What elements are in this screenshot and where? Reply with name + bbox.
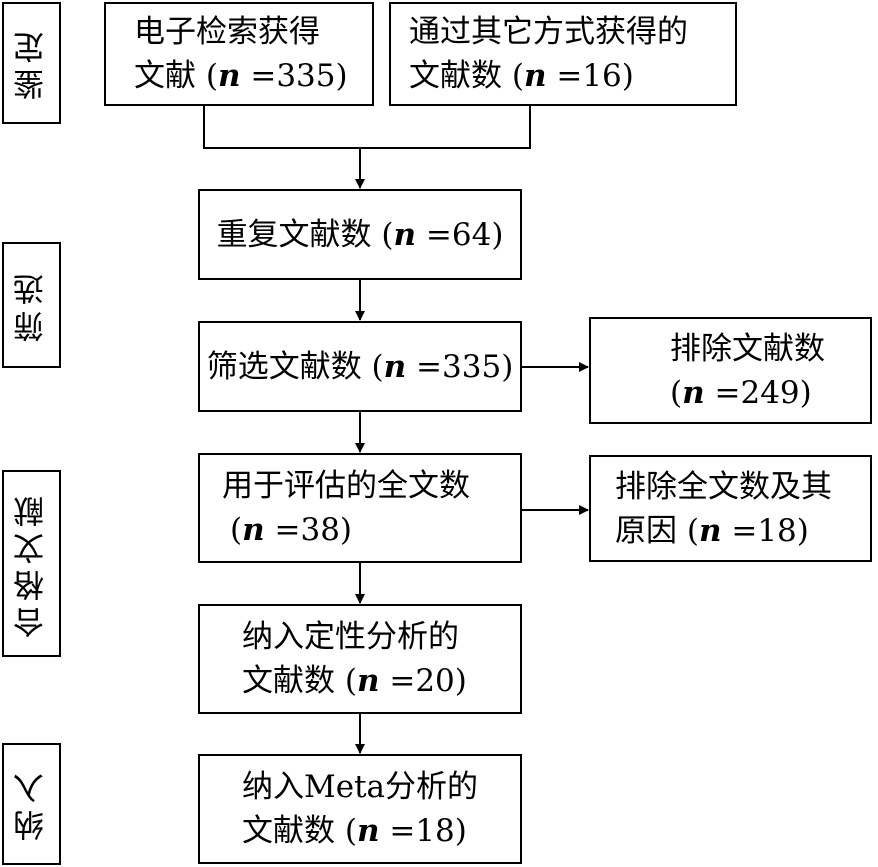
fulltext-excluded-line1: 排除全文数及其: [615, 468, 832, 505]
box-screened: 筛选文献数 (n =335): [198, 321, 522, 412]
other-sources-line1: 通过其它方式获得的: [409, 14, 688, 50]
stage-identification-label: 鉴定: [14, 26, 50, 100]
fulltext-excluded-line2: 原因 (n =18): [615, 512, 809, 549]
fulltext-line1: 用于评估的全文数: [222, 468, 470, 504]
box-database-search: 电子检索获得 文献 (n =335): [104, 2, 374, 106]
qualitative-line1: 纳入定性分析的: [242, 619, 459, 655]
box-qualitative-synthesis: 纳入定性分析的 文献数 (n =20): [198, 604, 522, 714]
box-fulltext-excluded: 排除全文数及其 原因 (n =18): [589, 455, 872, 562]
stage-eligibility: 合格文献: [2, 470, 61, 657]
excluded-line1: 排除文献数: [670, 330, 825, 367]
stage-eligibility-label: 合格文献: [14, 489, 50, 638]
box-excluded-records: 排除文献数 (n =249): [589, 317, 872, 424]
duplicates-text: 重复文献数 (n =64): [216, 216, 504, 253]
db-search-line1: 电子检索获得: [134, 14, 320, 50]
stage-screening-label: 筛选: [14, 268, 50, 342]
box-duplicates: 重复文献数 (n =64): [198, 189, 522, 280]
stage-included: 纳入: [2, 743, 61, 865]
db-search-line2: 文献 (n =335): [134, 58, 348, 94]
stage-included-label: 纳入: [14, 767, 50, 841]
other-sources-line2: 文献数 (n =16): [409, 58, 634, 94]
screened-text: 筛选文献数 (n =335): [206, 348, 514, 385]
stage-screening: 筛选: [2, 242, 61, 368]
box-other-sources: 通过其它方式获得的 文献数 (n =16): [389, 2, 737, 106]
qualitative-line2: 文献数 (n =20): [242, 663, 467, 699]
stage-identification: 鉴定: [2, 2, 61, 124]
box-meta-analysis: 纳入Meta分析的 文献数 (n =18): [198, 754, 522, 864]
meta-line2: 文献数 (n =18): [242, 813, 467, 849]
excluded-line2: (n =249): [670, 374, 812, 411]
fulltext-line2: (n =38): [230, 512, 353, 548]
box-fulltext-assessed: 用于评估的全文数 (n =38): [198, 453, 522, 563]
merge-connector: [203, 106, 531, 149]
meta-line1: 纳入Meta分析的: [242, 769, 479, 805]
